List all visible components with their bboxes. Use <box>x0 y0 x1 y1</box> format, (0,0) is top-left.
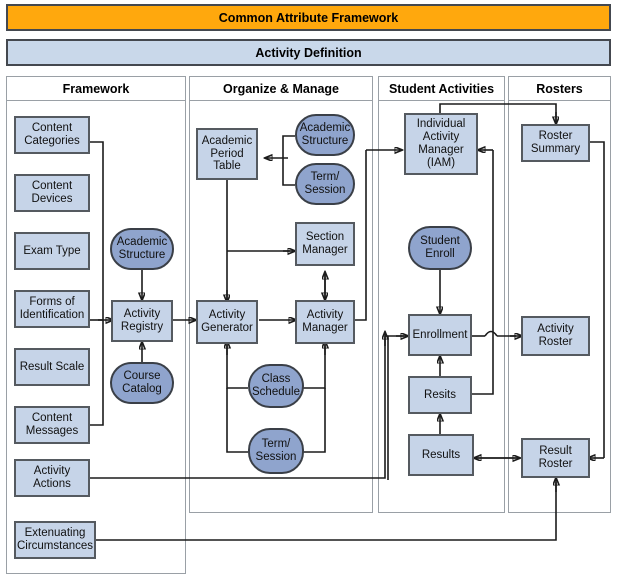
node-academic-structure-framework[interactable]: Academic Structure <box>110 228 174 270</box>
node-individual-activity-manager[interactable]: Individual Activity Manager (IAM) <box>404 113 478 175</box>
node-activity-actions[interactable]: Activity Actions <box>14 459 90 497</box>
node-student-enroll[interactable]: Student Enroll <box>408 226 472 270</box>
node-activity-generator[interactable]: Activity Generator <box>196 300 258 344</box>
node-content-messages[interactable]: Content Messages <box>14 406 90 444</box>
node-exam-type[interactable]: Exam Type <box>14 232 90 270</box>
node-resits[interactable]: Resits <box>408 376 472 414</box>
node-result-roster[interactable]: Result Roster <box>521 438 590 478</box>
node-academic-structure-organize[interactable]: Academic Structure <box>295 114 355 156</box>
main-title-banner: Common Attribute Framework <box>6 4 611 31</box>
node-forms-of-identification[interactable]: Forms of Identification <box>14 290 90 328</box>
node-class-schedule[interactable]: Class Schedule <box>248 364 304 408</box>
node-roster-summary[interactable]: Roster Summary <box>521 124 590 162</box>
node-section-manager[interactable]: Section Manager <box>295 222 355 266</box>
node-activity-registry[interactable]: Activity Registry <box>111 300 173 342</box>
column-header-rosters: Rosters <box>508 76 611 101</box>
node-extenuating-circumstances[interactable]: Extenuating Circumstances <box>14 521 96 559</box>
node-results[interactable]: Results <box>408 434 474 476</box>
node-term-session-top[interactable]: Term/ Session <box>295 163 355 205</box>
node-enrollment[interactable]: Enrollment <box>408 314 472 356</box>
node-academic-period-table[interactable]: Academic Period Table <box>196 128 258 180</box>
column-header-framework: Framework <box>6 76 186 101</box>
node-result-scale[interactable]: Result Scale <box>14 348 90 386</box>
node-activity-manager[interactable]: Activity Manager <box>295 300 355 344</box>
node-term-session-bottom[interactable]: Term/ Session <box>248 428 304 474</box>
node-content-devices[interactable]: Content Devices <box>14 174 90 212</box>
column-header-organize-manage: Organize & Manage <box>189 76 373 101</box>
node-course-catalog[interactable]: Course Catalog <box>110 362 174 404</box>
activity-definition-banner: Activity Definition <box>6 39 611 66</box>
node-activity-roster[interactable]: Activity Roster <box>521 316 590 356</box>
node-content-categories[interactable]: Content Categories <box>14 116 90 154</box>
column-header-student-activities: Student Activities <box>378 76 505 101</box>
